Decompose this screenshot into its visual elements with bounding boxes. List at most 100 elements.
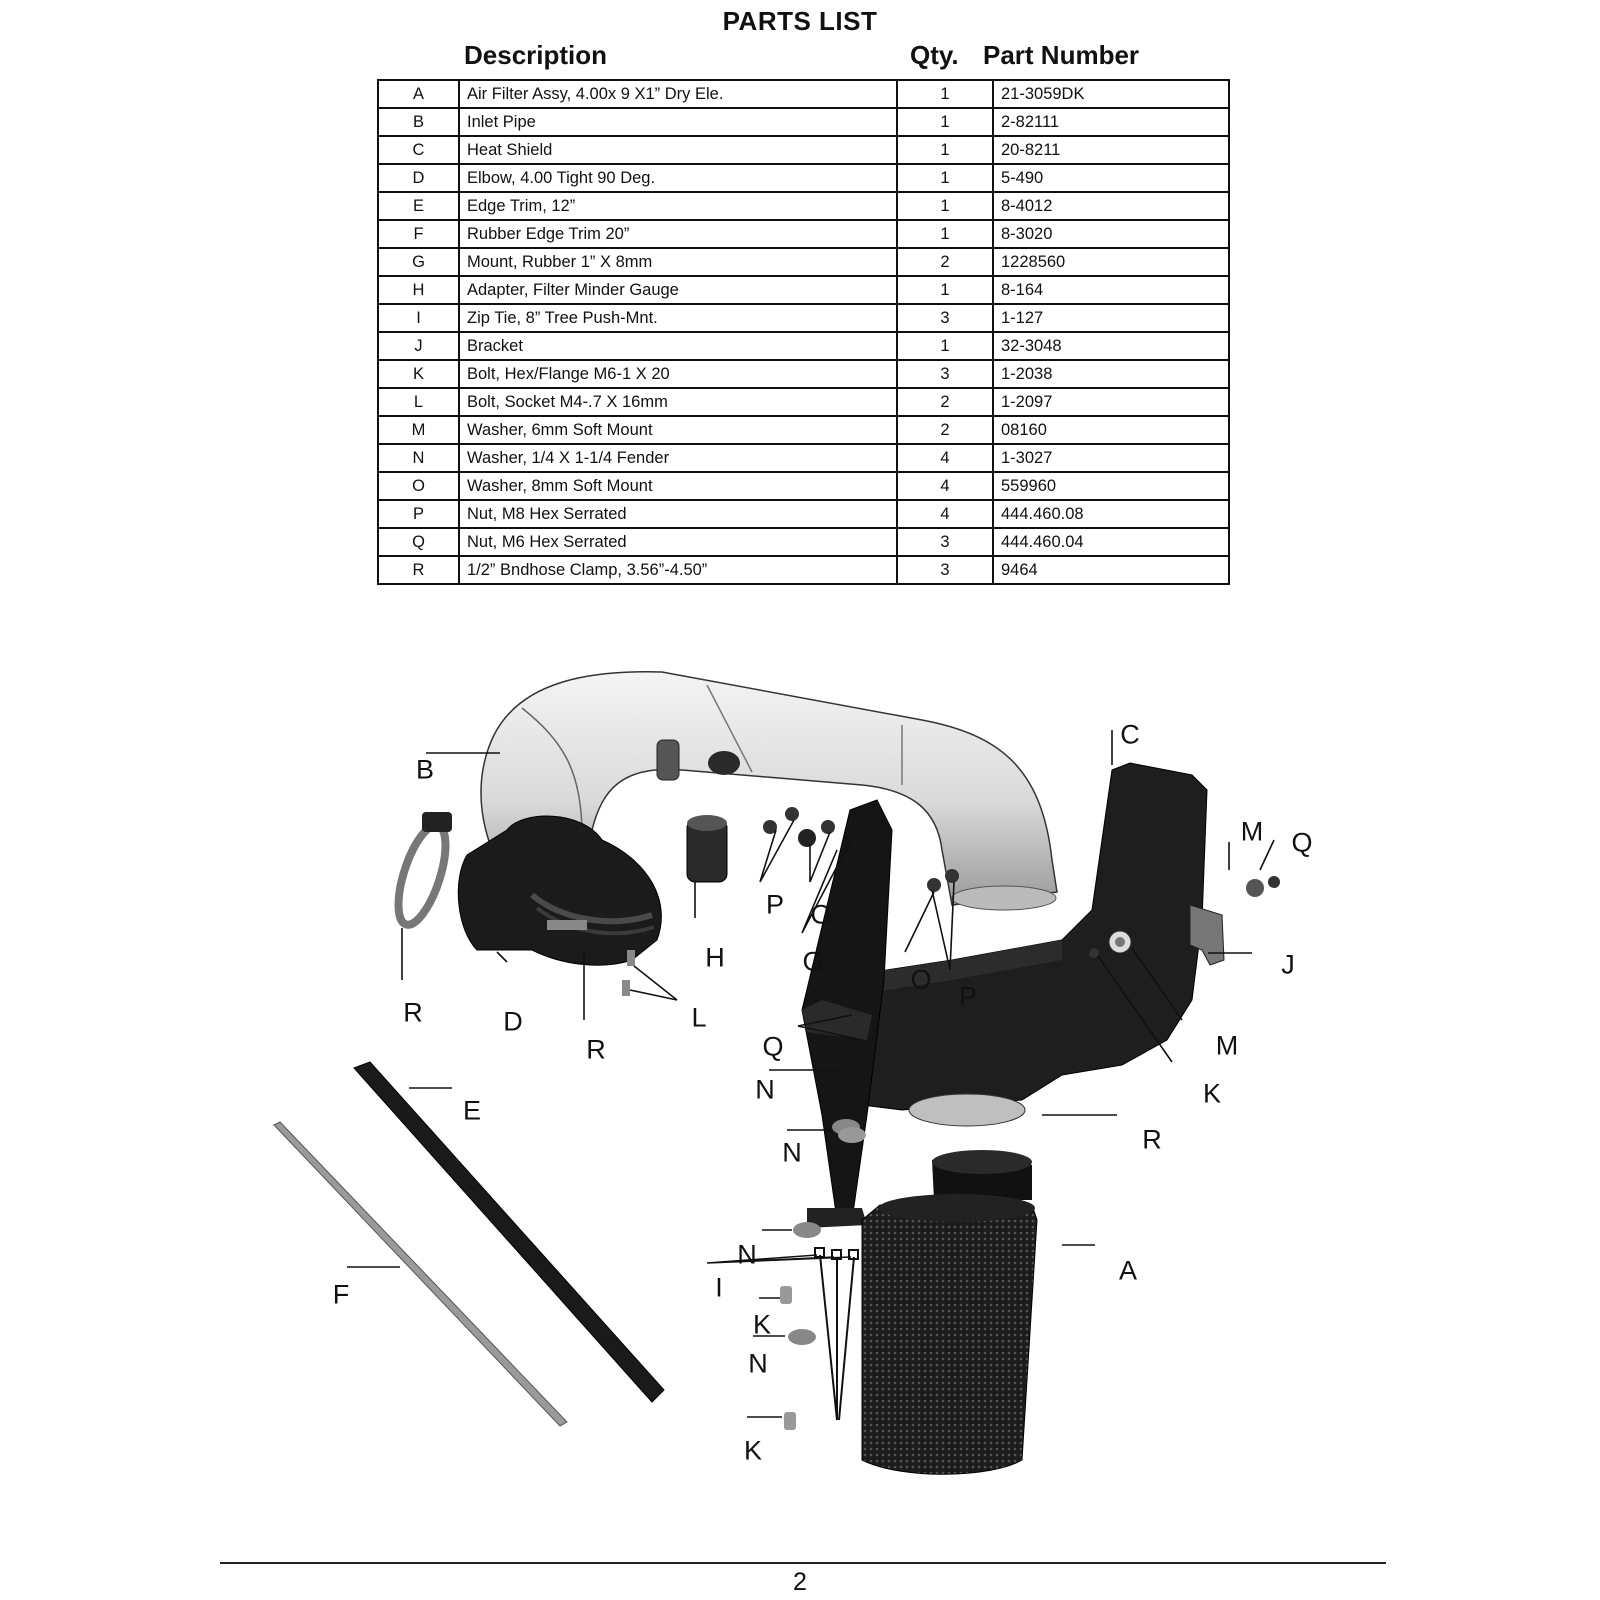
part-letter-cell: O bbox=[377, 471, 460, 501]
filter-minder-adapter-shape bbox=[686, 815, 728, 883]
part-qty-cell: 3 bbox=[896, 555, 994, 585]
part-description-cell: Bolt, Hex/Flange M6-1 X 20 bbox=[458, 359, 898, 389]
part-letter-cell: L bbox=[377, 387, 460, 417]
part-qty-cell: 1 bbox=[896, 275, 994, 305]
callout-nut-m8: P bbox=[765, 889, 785, 920]
part-qty-cell: 1 bbox=[896, 135, 994, 165]
part-letter-cell: F bbox=[377, 219, 460, 249]
callout-fender-washer: N bbox=[748, 1348, 768, 1379]
part-qty-cell: 1 bbox=[896, 79, 994, 109]
callout-flange-bolt: K bbox=[1202, 1078, 1222, 1109]
part-qty-cell: 3 bbox=[896, 303, 994, 333]
elbow-shape bbox=[457, 815, 662, 966]
callout-edge-trim: E bbox=[462, 1095, 482, 1126]
part-number-cell: 444.460.08 bbox=[992, 499, 1230, 529]
part-description-cell: Heat Shield bbox=[458, 135, 898, 165]
mount-bracket-shape bbox=[801, 799, 893, 1228]
part-number-cell: 1-2038 bbox=[992, 359, 1230, 389]
part-description-cell: Washer, 1/4 X 1-1/4 Fender bbox=[458, 443, 898, 473]
part-number-cell: 1-3027 bbox=[992, 443, 1230, 473]
part-number-cell: 8-4012 bbox=[992, 191, 1230, 221]
part-number-cell: 8-3020 bbox=[992, 219, 1230, 249]
callout-inlet-pipe: B bbox=[415, 754, 435, 785]
part-description-cell: Bolt, Socket M4-.7 X 16mm bbox=[458, 387, 898, 417]
callout-hose-clamp: R bbox=[1142, 1124, 1162, 1155]
part-qty-cell: 2 bbox=[896, 387, 994, 417]
part-number-cell: 8-164 bbox=[992, 275, 1230, 305]
callout-air-filter: A bbox=[1118, 1255, 1138, 1286]
part-qty-cell: 3 bbox=[896, 359, 994, 389]
callout-zip-tie: I bbox=[715, 1272, 723, 1303]
part-number-cell: 1228560 bbox=[992, 247, 1230, 277]
callout-washer-8mm: O bbox=[910, 964, 932, 995]
part-qty-cell: 1 bbox=[896, 191, 994, 221]
part-description-cell: Zip Tie, 8” Tree Push-Mnt. bbox=[458, 303, 898, 333]
callout-heat-shield: C bbox=[1120, 719, 1140, 750]
part-number-cell: 1-127 bbox=[992, 303, 1230, 333]
leader-lines bbox=[347, 730, 1275, 1418]
part-letter-cell: E bbox=[377, 191, 460, 221]
callout-elbow: D bbox=[503, 1006, 523, 1037]
hardware-shapes bbox=[622, 807, 1280, 1430]
callout-washer-6mm: M bbox=[1240, 816, 1264, 847]
callout-nut-m8: P bbox=[958, 981, 978, 1012]
part-letter-cell: H bbox=[377, 275, 460, 305]
part-description-cell: Inlet Pipe bbox=[458, 107, 898, 137]
part-letter-cell: Q bbox=[377, 527, 460, 557]
part-letter-cell: K bbox=[377, 359, 460, 389]
part-qty-cell: 1 bbox=[896, 331, 994, 361]
callout-nut-m6: Q bbox=[1291, 827, 1313, 858]
part-letter-cell: G bbox=[377, 247, 460, 277]
rubber-edge-trim-shape bbox=[273, 1121, 568, 1427]
part-number-cell: 444.460.04 bbox=[992, 527, 1230, 557]
part-qty-cell: 4 bbox=[896, 443, 994, 473]
heat-shield-shape bbox=[816, 762, 1208, 1127]
callout-rubber-edge-trim: F bbox=[332, 1279, 350, 1310]
part-letter-cell: I bbox=[377, 303, 460, 333]
qty-column-header: Qty. bbox=[910, 40, 959, 70]
part-number-cell: 32-3048 bbox=[992, 331, 1230, 361]
part-letter-cell: B bbox=[377, 107, 460, 137]
callout-washer-8mm: O bbox=[810, 899, 832, 930]
part-description-cell: Bracket bbox=[458, 331, 898, 361]
part-description-cell: Edge Trim, 12” bbox=[458, 191, 898, 221]
zip-tie-shapes bbox=[814, 1247, 859, 1421]
part-description-cell: Nut, M8 Hex Serrated bbox=[458, 499, 898, 529]
part-number-cell: 08160 bbox=[992, 415, 1230, 445]
air-filter-shape bbox=[861, 1150, 1038, 1475]
part-number-cell: 5-490 bbox=[992, 163, 1230, 193]
part-description-cell: Mount, Rubber 1” X 8mm bbox=[458, 247, 898, 277]
part-letter-cell: N bbox=[377, 443, 460, 473]
part-number-cell: 21-3059DK bbox=[992, 79, 1230, 109]
part-description-cell: Air Filter Assy, 4.00x 9 X1” Dry Ele. bbox=[458, 79, 898, 109]
page-number: 2 bbox=[793, 1568, 807, 1596]
callout-filter-minder-adapter: H bbox=[705, 942, 725, 973]
part-letter-cell: J bbox=[377, 331, 460, 361]
part-qty-cell: 2 bbox=[896, 415, 994, 445]
part-description-cell: Adapter, Filter Minder Gauge bbox=[458, 275, 898, 305]
part-description-cell: 1/2” Bndhose Clamp, 3.56”-4.50” bbox=[458, 555, 898, 585]
callout-fender-washer: N bbox=[755, 1074, 775, 1105]
part-qty-cell: 1 bbox=[896, 219, 994, 249]
part-qty-cell: 2 bbox=[896, 247, 994, 277]
callout-hose-clamp: R bbox=[403, 997, 423, 1028]
part-letter-cell: A bbox=[377, 79, 460, 109]
part-letter-cell: C bbox=[377, 135, 460, 165]
part-number-cell: 559960 bbox=[992, 471, 1230, 501]
callout-flange-bolt: K bbox=[743, 1435, 763, 1466]
exploded-parts-diagram bbox=[273, 671, 1280, 1475]
part-letter-cell: M bbox=[377, 415, 460, 445]
part-number-cell: 20-8211 bbox=[992, 135, 1230, 165]
